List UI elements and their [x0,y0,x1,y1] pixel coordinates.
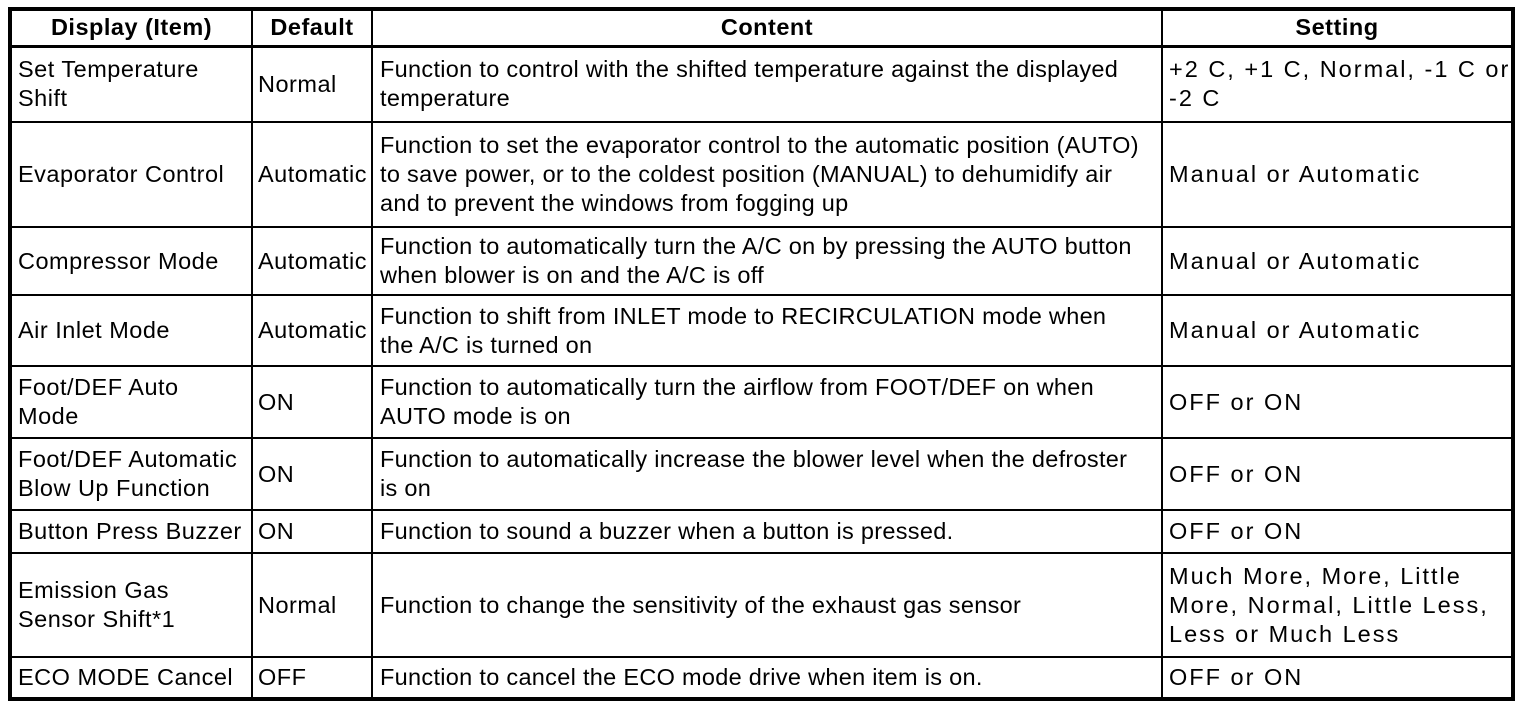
cell-content: Function to automatically turn the A/C o… [371,226,1163,296]
cell-setting: OFF or ON [1161,656,1514,700]
table-row: Button Press Buzzer ON Function to sound… [9,509,1514,554]
cell-display-item: Compressor Mode [9,226,253,296]
cell-default: ON [251,365,373,439]
table-row: Foot/DEF Auto Mode ON Function to automa… [9,365,1514,439]
cell-default: Automatic [251,226,373,296]
cell-default: ON [251,509,373,554]
cell-default: ON [251,437,373,511]
cell-content: Function to change the sensitivity of th… [371,552,1163,658]
table-row: Foot/DEF Automatic Blow Up Function ON F… [9,437,1514,511]
table-row: ECO MODE Cancel OFF Function to cancel t… [9,656,1514,700]
cell-content: Function to automatically turn the airfl… [371,365,1163,439]
cell-default: OFF [251,656,373,700]
cell-default: Automatic [251,294,373,367]
cell-default: Normal [251,552,373,658]
cell-display-item: ECO MODE Cancel [9,656,253,700]
cell-content: Function to shift from INLET mode to REC… [371,294,1163,367]
table-row: Evaporator Control Automatic Function to… [9,121,1514,228]
cell-display-item: Emission Gas Sensor Shift*1 [9,552,253,658]
cell-setting: OFF or ON [1161,437,1514,511]
cell-setting: OFF or ON [1161,365,1514,439]
cell-content: Function to cancel the ECO mode drive wh… [371,656,1163,700]
column-header-display-item: Display (Item) [9,8,253,48]
cell-display-item: Foot/DEF Auto Mode [9,365,253,439]
cell-default: Automatic [251,121,373,228]
table-row: Emission Gas Sensor Shift*1 Normal Funct… [9,552,1514,658]
hvac-settings-table: Display (Item) Default Content Setting S… [8,7,1515,701]
cell-setting: Manual or Automatic [1161,121,1514,228]
column-header-content: Content [371,8,1163,48]
column-header-default: Default [251,8,373,48]
table-row: Compressor Mode Automatic Function to au… [9,226,1514,296]
table-row: Set Temperature Shift Normal Function to… [9,45,1514,123]
cell-default: Normal [251,45,373,123]
cell-content: Function to sound a buzzer when a button… [371,509,1163,554]
header-row: Display (Item) Default Content Setting [9,8,1514,48]
table-row: Air Inlet Mode Automatic Function to shi… [9,294,1514,367]
cell-display-item: Air Inlet Mode [9,294,253,367]
cell-setting: +2 C, +1 C, Normal, -1 C or -2 C [1161,45,1514,123]
cell-setting: Manual or Automatic [1161,294,1514,367]
cell-display-item: Evaporator Control [9,121,253,228]
cell-content: Function to automatically increase the b… [371,437,1163,511]
cell-setting: OFF or ON [1161,509,1514,554]
cell-display-item: Set Temperature Shift [9,45,253,123]
cell-display-item: Button Press Buzzer [9,509,253,554]
cell-display-item: Foot/DEF Automatic Blow Up Function [9,437,253,511]
cell-setting: Much More, More, Little More, Normal, Li… [1161,552,1514,658]
cell-setting: Manual or Automatic [1161,226,1514,296]
cell-content: Function to set the evaporator control t… [371,121,1163,228]
column-header-setting: Setting [1161,8,1514,48]
cell-content: Function to control with the shifted tem… [371,45,1163,123]
